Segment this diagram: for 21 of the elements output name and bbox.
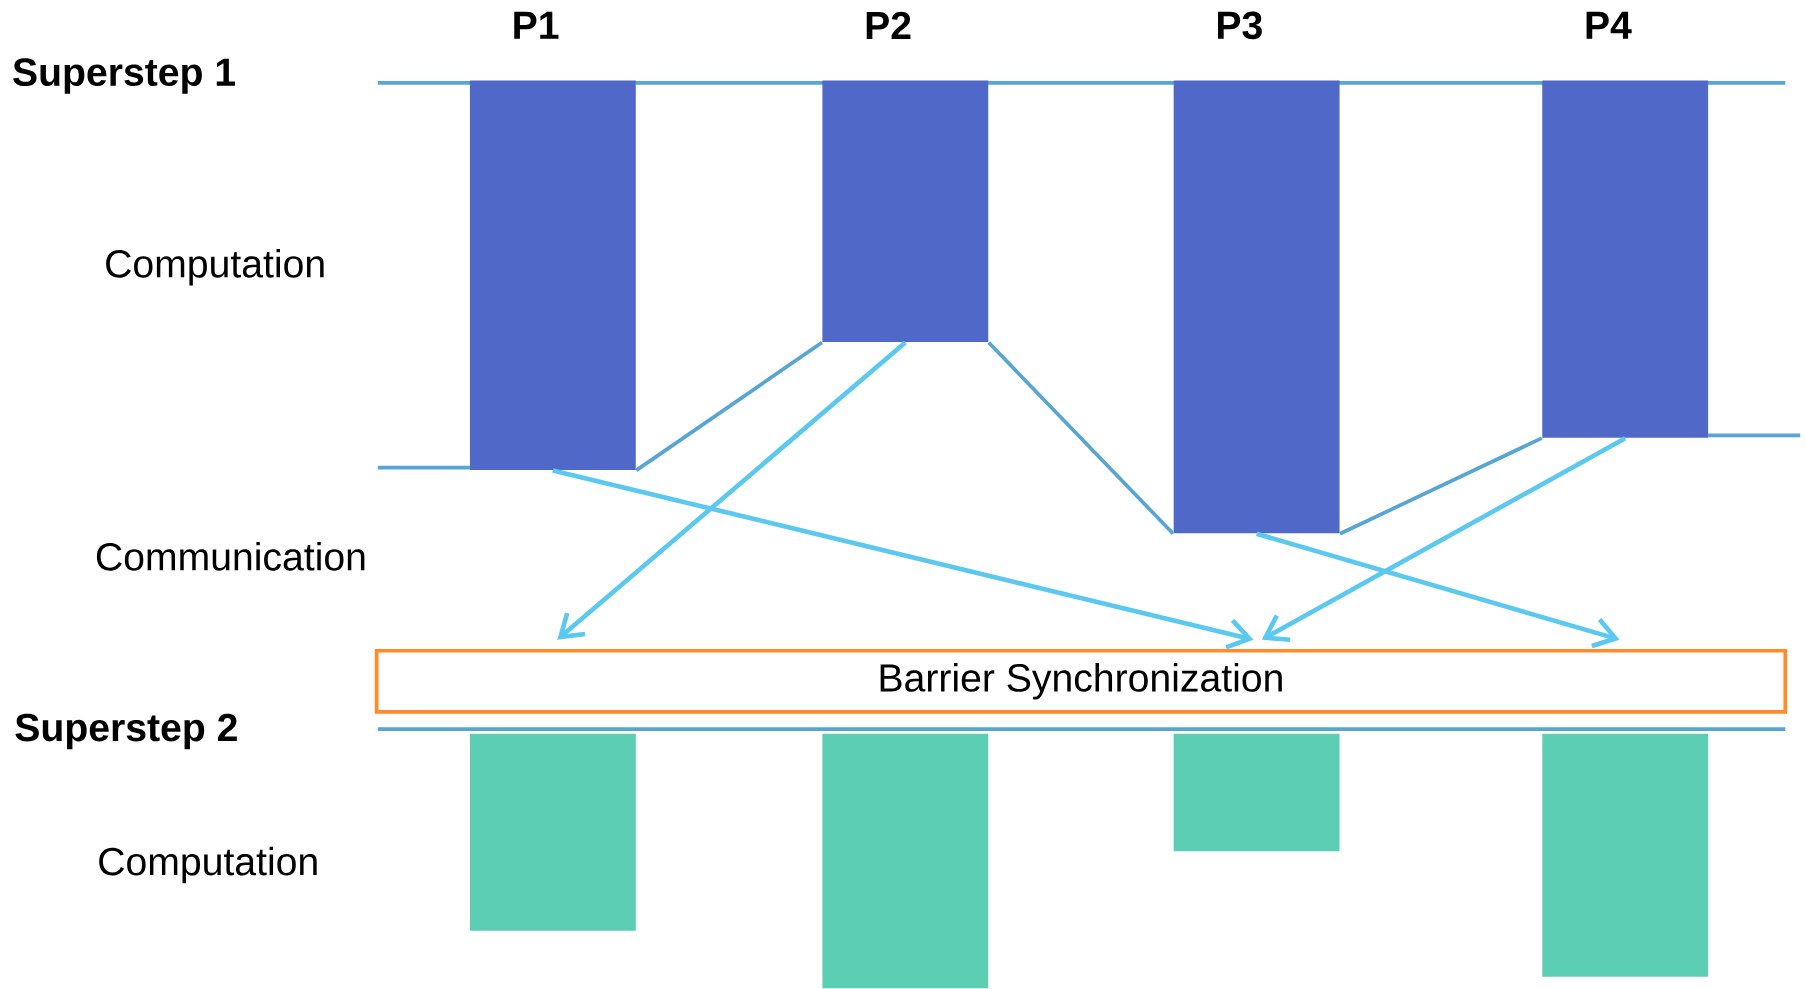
computation-bar xyxy=(469,733,636,931)
computation-bar xyxy=(1173,733,1340,851)
connector-line xyxy=(1339,436,1543,536)
phase-label: Computation xyxy=(99,846,317,884)
arrow xyxy=(1255,531,1620,648)
computation-bar xyxy=(1542,733,1709,977)
processor-label: P4 xyxy=(1586,11,1632,39)
processor-label: P3 xyxy=(1218,11,1262,40)
barrier-box: Barrier Synchronization xyxy=(374,648,1788,714)
processor-label: P1 xyxy=(514,11,559,39)
arrow xyxy=(552,467,1254,650)
phase-label: Computation xyxy=(106,248,324,286)
phase-label: Communication xyxy=(96,541,365,571)
computation-bar xyxy=(822,733,989,989)
superstep-heading: Superstep 1 xyxy=(13,58,236,94)
arrow xyxy=(1261,435,1627,642)
connector-line xyxy=(987,341,1175,535)
processor-label: P2 xyxy=(866,11,911,39)
connector-line xyxy=(635,340,823,472)
superstep-heading: Superstep 2 xyxy=(15,713,237,749)
arrow xyxy=(557,340,907,640)
